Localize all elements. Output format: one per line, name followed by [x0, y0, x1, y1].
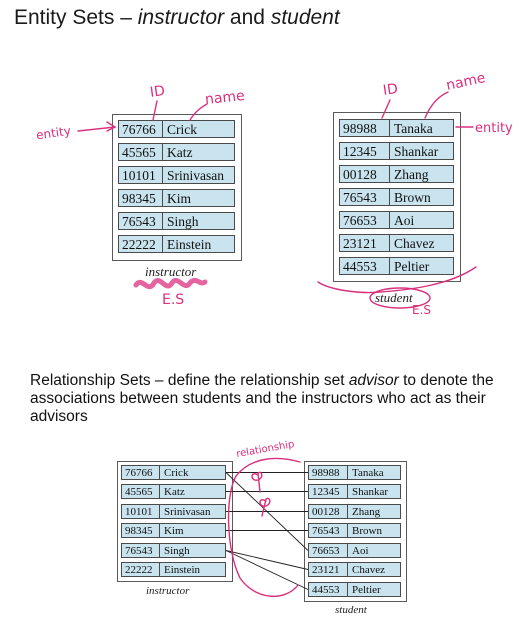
- student-circle: [369, 287, 431, 309]
- id-pointer-right: [381, 99, 391, 119]
- es-bracket-right: [317, 266, 477, 294]
- instructor-caption: instructor: [145, 264, 197, 279]
- relationship-loop: [227, 457, 301, 598]
- relationship-description: Relationship Sets – define the relations…: [30, 372, 494, 425]
- advisor-link-line: [225, 550, 309, 570]
- advisor-link-line: [225, 550, 309, 590]
- name-pointer-left: [189, 103, 208, 121]
- name-pointer-right: [424, 91, 449, 119]
- student-caption: student: [375, 290, 413, 305]
- page-title: Entity Sets – instructor and student: [14, 6, 340, 29]
- ink-strokes: [77, 91, 477, 598]
- advisor-instructor-caption: instructor: [146, 585, 190, 597]
- es-underline-left: [133, 277, 208, 290]
- handwritten-entity-right: entity: [475, 121, 513, 136]
- scribble-1: [251, 471, 263, 493]
- title-instructor: instructor: [137, 6, 225, 29]
- scribble-2: [259, 497, 271, 517]
- arrowhead-icon: [106, 121, 117, 132]
- advisor-links: [225, 472, 309, 590]
- advisor-term: advisor: [348, 372, 399, 389]
- advisor-student-caption: student: [335, 604, 367, 616]
- title-student: student: [270, 6, 340, 29]
- advisor-link-line: [225, 472, 309, 551]
- entity-arrow-left: [77, 126, 116, 132]
- handwritten-es-left: E.S: [162, 292, 185, 308]
- id-pointer-left: [152, 100, 158, 121]
